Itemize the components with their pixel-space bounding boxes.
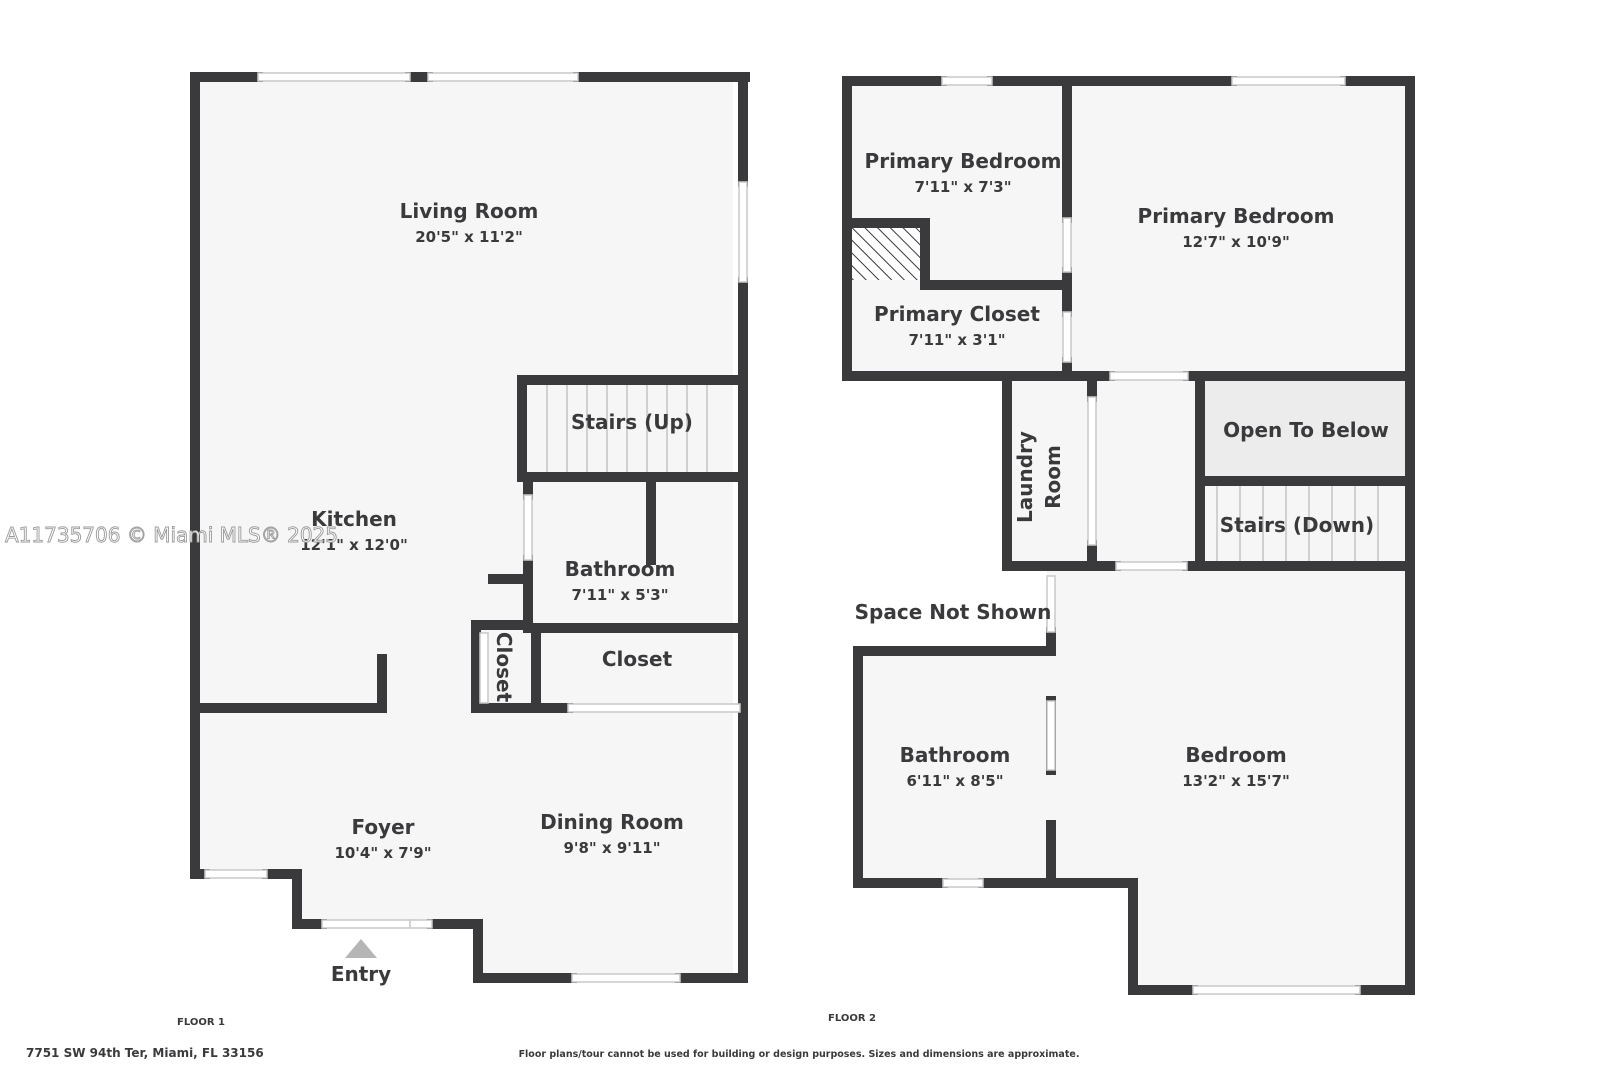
floor-1-walls xyxy=(190,72,750,983)
stairs-up-label: Stairs (Up) xyxy=(571,410,693,434)
room-name: Bedroom xyxy=(1185,743,1286,767)
stairs-down-treads xyxy=(1216,485,1379,563)
floor-2-plan xyxy=(842,76,1415,995)
room-name-line-2: Room xyxy=(1041,445,1065,509)
room-name: Primary Closet xyxy=(874,302,1040,326)
room-name: Bathroom xyxy=(900,743,1011,767)
space-not-shown-label: Space Not Shown xyxy=(855,600,1052,624)
floor-2-windows xyxy=(941,76,1361,995)
property-address: 7751 SW 94th Ter, Miami, FL 33156 xyxy=(26,1046,264,1060)
bathroom-1-label: Bathroom 7'11" x 5'3" xyxy=(565,557,676,604)
kitchen-label: Kitchen 12'1" x 12'0" xyxy=(300,507,408,554)
room-name: Entry xyxy=(331,962,391,986)
floor-1-windows xyxy=(204,72,748,983)
room-dimensions: 12'1" x 12'0" xyxy=(300,536,408,554)
floor-1-label: FLOOR 1 xyxy=(177,1017,225,1028)
stairs-up-treads xyxy=(546,384,708,477)
room-dimensions: 7'11" x 3'1" xyxy=(908,331,1005,349)
room-name: Closet xyxy=(492,632,516,703)
room-labels: Living Room 20'5" x 11'2" Kitchen 12'1" … xyxy=(300,149,1389,986)
primary-bedroom-small-label: Primary Bedroom 7'11" x 7'3" xyxy=(865,149,1062,196)
foyer-label: Foyer 10'4" x 7'9" xyxy=(334,815,431,862)
room-name: Primary Bedroom xyxy=(865,149,1062,173)
room-name: Dining Room xyxy=(540,810,684,834)
primary-bedroom-large-label: Primary Bedroom 12'7" x 10'9" xyxy=(1138,204,1335,251)
disclaimer: Floor plans/tour cannot be used for buil… xyxy=(519,1049,1080,1060)
room-name: Foyer xyxy=(351,815,414,839)
bedroom-label: Bedroom 13'2" x 15'7" xyxy=(1182,743,1290,790)
living-room-label: Living Room 20'5" x 11'2" xyxy=(400,199,539,246)
room-dimensions: 10'4" x 7'9" xyxy=(334,844,431,862)
entry-label: Entry xyxy=(331,962,391,986)
room-dimensions: 13'2" x 15'7" xyxy=(1182,772,1290,790)
room-name: Primary Bedroom xyxy=(1138,204,1335,228)
room-dimensions: 6'11" x 8'5" xyxy=(906,772,1003,790)
laundry-room-label: Laundry Room xyxy=(1013,431,1065,523)
room-name: Bathroom xyxy=(565,557,676,581)
room-name: Open To Below xyxy=(1223,418,1389,442)
room-dimensions: 20'5" x 11'2" xyxy=(415,228,523,246)
room-name: Stairs (Up) xyxy=(571,410,693,434)
room-name: Kitchen xyxy=(311,507,397,531)
room-name: Living Room xyxy=(400,199,539,223)
floor-2-label: FLOOR 2 xyxy=(828,1013,876,1024)
stairs-down-label: Stairs (Down) xyxy=(1220,513,1374,537)
entry-arrow-icon xyxy=(345,939,377,958)
primary-closet-label: Primary Closet 7'11" x 3'1" xyxy=(874,302,1040,349)
room-name: Space Not Shown xyxy=(855,600,1052,624)
room-dimensions: 12'7" x 10'9" xyxy=(1182,233,1290,251)
hatched-chase xyxy=(852,228,920,280)
room-name: Stairs (Down) xyxy=(1220,513,1374,537)
closet-small-label: Closet xyxy=(492,632,516,703)
watermark: A11735706 © Miami MLS® 2025 xyxy=(5,523,338,547)
room-dimensions: 7'11" x 7'3" xyxy=(914,178,1011,196)
open-to-below-fill xyxy=(1202,380,1405,477)
room-name-line-1: Laundry xyxy=(1013,431,1037,523)
floor-1-fill xyxy=(195,79,733,973)
floor-1-plan xyxy=(190,72,750,983)
dining-room-label: Dining Room 9'8" x 9'11" xyxy=(540,810,684,857)
closet-1-label: Closet xyxy=(602,647,673,671)
room-name: Closet xyxy=(602,647,673,671)
open-to-below-label: Open To Below xyxy=(1223,418,1389,442)
bathroom-2-label: Bathroom 6'11" x 8'5" xyxy=(900,743,1011,790)
room-dimensions: 9'8" x 9'11" xyxy=(563,839,660,857)
room-dimensions: 7'11" x 5'3" xyxy=(571,586,668,604)
